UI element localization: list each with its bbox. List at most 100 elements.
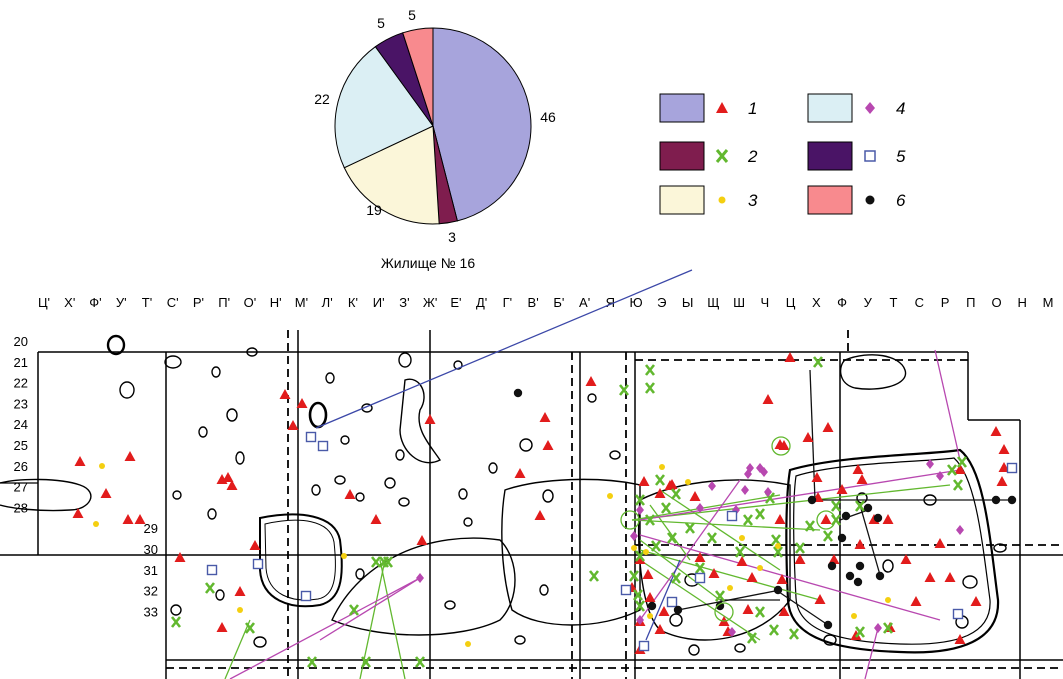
- marker-cross: [804, 520, 816, 532]
- marker-square: [726, 510, 738, 522]
- column-label: Н': [270, 295, 282, 310]
- marker-diamond: [741, 485, 749, 495]
- legend-number-2: 2: [747, 147, 758, 166]
- marker-yellow-dot: [885, 597, 891, 603]
- marker-cross: [632, 589, 644, 601]
- legend-marker-1: [716, 102, 728, 113]
- marker-ring: [620, 510, 640, 530]
- column-label: Б': [553, 295, 564, 310]
- legend-swatch-2: [659, 141, 705, 171]
- marker-triangle: [534, 510, 546, 520]
- marker-cross: [670, 488, 682, 500]
- marker-square: [638, 640, 650, 652]
- marker-triangle: [820, 514, 832, 524]
- marker-yellow-dot: [757, 565, 763, 571]
- marker-triangle: [778, 606, 790, 616]
- marker-cross: [670, 572, 682, 584]
- pie-caption: Жилище № 16: [381, 255, 475, 271]
- marker-triangle: [736, 556, 748, 566]
- plan-features: [0, 334, 1007, 656]
- marker-cross: [370, 556, 382, 568]
- marker-cross: [714, 590, 726, 602]
- row-label: 25: [14, 438, 28, 453]
- marker-square: [300, 590, 312, 602]
- marker-yellow-dot: [647, 613, 653, 619]
- marker-diamond: [744, 469, 752, 479]
- marker-cross: [788, 628, 800, 640]
- marker-cross: [204, 582, 216, 594]
- row-label: 29: [144, 521, 158, 536]
- marker-triangle: [742, 604, 754, 614]
- pie-slice-1: [432, 27, 532, 222]
- marker-triangle: [822, 422, 834, 432]
- marker-black-dot: [873, 513, 883, 523]
- column-label: Г': [503, 295, 513, 310]
- marker-triangle: [514, 468, 526, 478]
- row-label: 21: [14, 355, 28, 370]
- marker-triangle: [998, 462, 1010, 472]
- marker-triangle: [416, 535, 428, 545]
- marker-cross: [170, 616, 182, 628]
- marker-triangle: [852, 464, 864, 474]
- row-label: 23: [14, 396, 28, 411]
- marker-black-dot: [807, 495, 817, 505]
- marker-yellow-dot: [465, 641, 471, 647]
- marker-triangle: [934, 538, 946, 548]
- marker-cross: [348, 604, 360, 616]
- legend-marker-6: [865, 195, 875, 205]
- marker-triangle: [998, 444, 1010, 454]
- marker-black-dot: [827, 561, 837, 571]
- artefact-markers: [72, 352, 1018, 668]
- marker-cross: [660, 502, 672, 514]
- marker-diamond: [696, 503, 704, 513]
- marker-diamond: [416, 573, 424, 583]
- column-label: Ф: [837, 295, 847, 310]
- marker-square: [1006, 462, 1018, 474]
- marker-cross: [382, 556, 394, 568]
- marker-triangle: [296, 398, 308, 408]
- marker-cross: [618, 384, 630, 396]
- marker-triangle: [694, 552, 706, 562]
- marker-cross: [822, 530, 834, 542]
- marker-diamond: [630, 531, 638, 541]
- column-label: П': [218, 295, 230, 310]
- column-label: Ц: [786, 295, 796, 310]
- marker-triangle: [954, 464, 966, 474]
- marker-triangle: [638, 476, 650, 486]
- marker-triangle: [344, 489, 356, 499]
- marker-triangle: [836, 484, 848, 494]
- marker-square: [317, 440, 329, 452]
- marker-triangle: [234, 586, 246, 596]
- row-label: 22: [14, 376, 28, 391]
- marker-black-dot: [823, 620, 833, 630]
- marker-cross: [244, 622, 256, 634]
- marker-yellow-dot: [607, 493, 613, 499]
- row-label: 31: [144, 563, 158, 578]
- column-label: Ч: [760, 295, 769, 310]
- pie-slice-label-2: 3: [448, 229, 456, 245]
- legend-swatch-1: [659, 93, 705, 123]
- column-label: Ю: [630, 295, 643, 310]
- marker-triangle: [287, 420, 299, 430]
- plan-grid: [0, 330, 1063, 679]
- row-label: 28: [14, 500, 28, 515]
- marker-yellow-dot: [643, 549, 649, 555]
- marker-black-dot: [991, 495, 1001, 505]
- marker-triangle: [72, 508, 84, 518]
- column-label: У: [864, 295, 873, 310]
- marker-yellow-dot: [659, 464, 665, 470]
- marker-cross: [830, 500, 842, 512]
- legend-marker-4: [865, 102, 875, 114]
- marker-diamond: [764, 487, 772, 497]
- marker-black-dot: [1007, 495, 1017, 505]
- marker-cross: [628, 570, 640, 582]
- marker-cross: [946, 464, 958, 476]
- row-label: 33: [144, 604, 158, 619]
- column-label: Ы: [682, 295, 694, 310]
- legend-number-4: 4: [896, 99, 905, 118]
- marker-cross: [634, 550, 646, 562]
- row-label: 24: [14, 417, 28, 432]
- marker-triangle: [910, 596, 922, 606]
